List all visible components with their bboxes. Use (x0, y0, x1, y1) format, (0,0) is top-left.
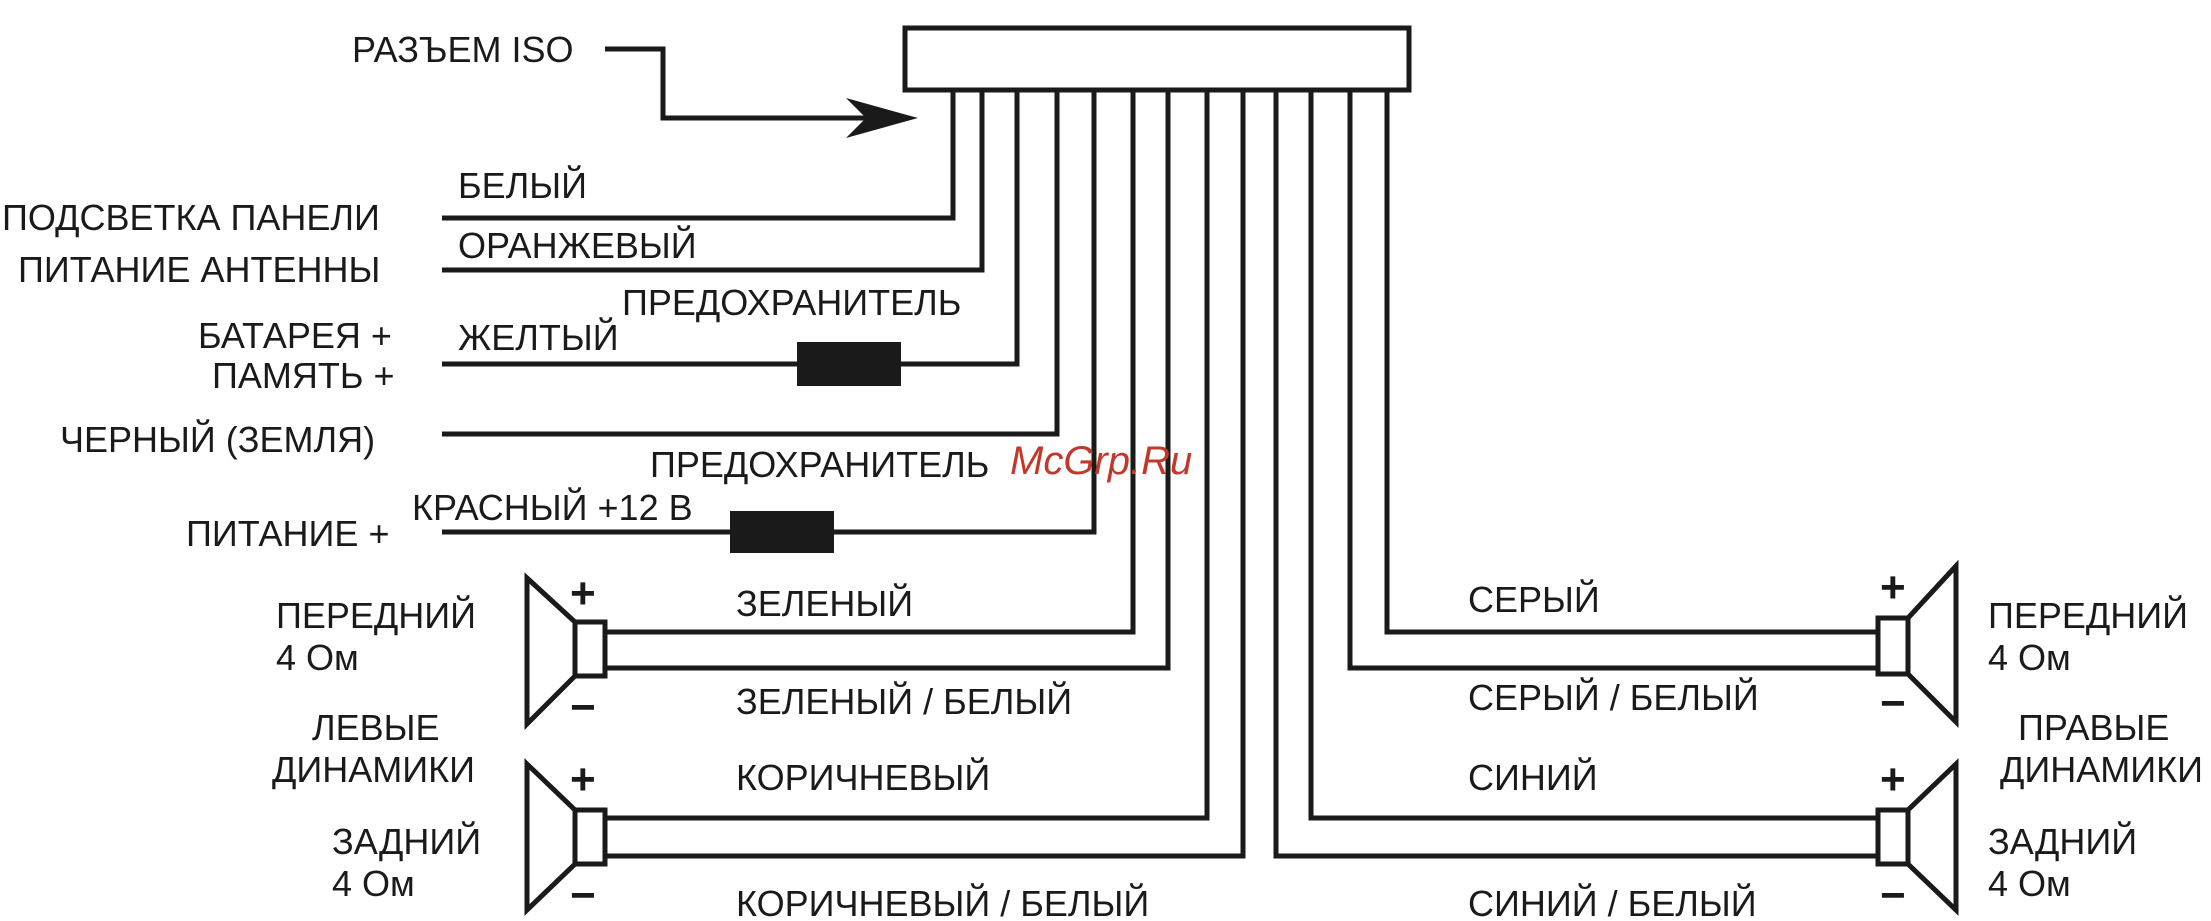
wire-ground (442, 90, 1060, 437)
wire-power (442, 90, 1097, 535)
wire-right-front-minus (1347, 90, 1878, 671)
right-rear-position-label: ЗАДНИЙ (1988, 820, 2137, 862)
left-rear-plus-sign: + (570, 755, 596, 804)
wire-left-front-minus (605, 90, 1171, 671)
left-front-minus-sign: − (570, 683, 596, 732)
right-front-minus-wire-color: СЕРЫЙ / БЕЛЫЙ (1468, 676, 1759, 718)
right-front-plus-wire-color: СЕРЫЙ (1468, 578, 1600, 620)
illumination-function-label: ПОДСВЕТКА ПАНЕЛИ (2, 197, 380, 238)
watermark: McGrp.Ru (1010, 439, 1192, 483)
wire-illumination (442, 90, 956, 221)
right-front-speaker-magnet (1875, 615, 1911, 677)
right-rear-plus-wire-color: СИНИЙ (1468, 756, 1598, 798)
battery-function-label-1: БАТАРЕЯ + (198, 315, 392, 356)
wire-left-front-plus (605, 90, 1136, 635)
iso-connector-arrow (605, 46, 880, 121)
right-rear-speaker-magnet (1875, 807, 1911, 867)
right-rear-minus-wire-color: СИНИЙ / БЕЛЫЙ (1468, 882, 1757, 921)
battery-function-label-2: ПАМЯТЬ + (212, 355, 395, 396)
left-front-speaker-magnet (572, 619, 608, 679)
arrow-head-icon (846, 98, 918, 138)
wire-right-rear-minus (1273, 90, 1878, 859)
left-rear-position-label: ЗАДНИЙ (332, 820, 481, 862)
iso-connector (902, 25, 1412, 93)
left-rear-minus-sign: − (570, 871, 596, 920)
illumination-wire-color: БЕЛЫЙ (458, 164, 587, 206)
wire-left-rear-minus (605, 90, 1246, 859)
left-speakers-group-label-2: ДИНАМИКИ (272, 749, 475, 790)
left-front-speaker-icon (524, 572, 578, 731)
right-front-position-label: ПЕРЕДНИЙ (1988, 594, 2188, 636)
ground-function-label: ЧЕРНЫЙ (ЗЕМЛЯ) (60, 418, 375, 460)
wire-right-rear-plus (1308, 90, 1878, 821)
left-front-impedance-label: 4 Ом (276, 637, 359, 678)
left-front-plus-wire-color: ЗЕЛЕНЫЙ (736, 582, 913, 624)
battery-fuse-label: ПРЕДОХРАНИТЕЛЬ (622, 282, 961, 323)
left-rear-speaker-magnet (572, 807, 608, 867)
left-speakers-group-label-1: ЛЕВЫЕ (312, 707, 440, 748)
left-front-minus-wire-color: ЗЕЛЕНЫЙ / БЕЛЫЙ (736, 680, 1072, 722)
power-function-label: ПИТАНИЕ + (186, 513, 389, 554)
wire-right-front-plus (1384, 90, 1878, 635)
battery-fuse-icon (797, 342, 901, 386)
right-front-speaker-icon (1905, 559, 1959, 729)
left-rear-plus-wire-color: КОРИЧНЕВЫЙ (736, 756, 990, 798)
left-rear-speaker-icon (524, 758, 578, 916)
right-rear-minus-sign: − (1880, 871, 1906, 920)
right-front-minus-sign: − (1880, 679, 1906, 728)
right-front-impedance-label: 4 Ом (1988, 637, 2071, 678)
wire-left-rear-plus (605, 90, 1210, 821)
right-front-plus-sign: + (1880, 563, 1906, 612)
left-front-position-label: ПЕРЕДНИЙ (276, 594, 476, 636)
battery-wire-color: ЖЕЛТЫЙ (458, 316, 619, 358)
right-rear-speaker-icon (1905, 758, 1959, 916)
right-rear-impedance-label: 4 Ом (1988, 863, 2071, 904)
power-wire-color: КРАСНЫЙ +12 В (412, 486, 693, 528)
wire-battery (442, 90, 1020, 367)
iso-connector-label: РАЗЪЕМ ISO (352, 29, 573, 70)
power-fuse-label: ПРЕДОХРАНИТЕЛЬ (650, 444, 989, 485)
power-fuse-icon (730, 511, 834, 553)
antenna-wire-color: ОРАНЖЕВЫЙ (458, 224, 697, 266)
left-rear-impedance-label: 4 Ом (332, 863, 415, 904)
wire-antenna (442, 90, 985, 273)
right-rear-plus-sign: + (1880, 755, 1906, 804)
antenna-function-label: ПИТАНИЕ АНТЕННЫ (18, 249, 380, 290)
left-front-plus-sign: + (570, 569, 596, 618)
right-speakers-group-label-2: ДИНАМИКИ (2000, 749, 2203, 790)
right-speakers-group-label-1: ПРАВЫЕ (2018, 707, 2169, 748)
left-rear-minus-wire-color: КОРИЧНЕВЫЙ / БЕЛЫЙ (736, 882, 1149, 921)
